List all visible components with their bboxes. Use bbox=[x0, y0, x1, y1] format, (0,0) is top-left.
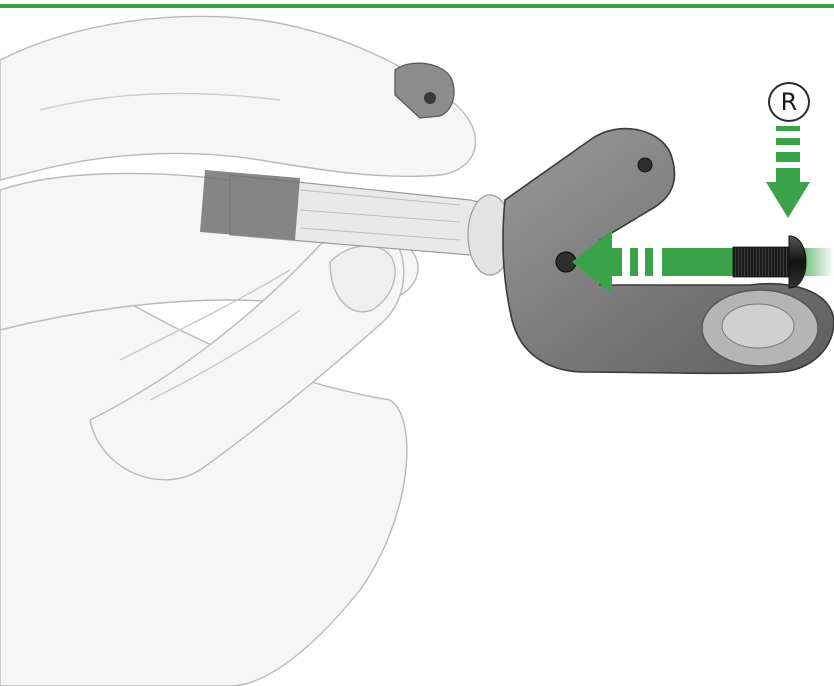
part-label-badge: R bbox=[768, 82, 810, 122]
bolt bbox=[733, 236, 806, 288]
hand-sketch bbox=[0, 16, 475, 686]
insertion-arrow-vertical bbox=[766, 126, 810, 218]
